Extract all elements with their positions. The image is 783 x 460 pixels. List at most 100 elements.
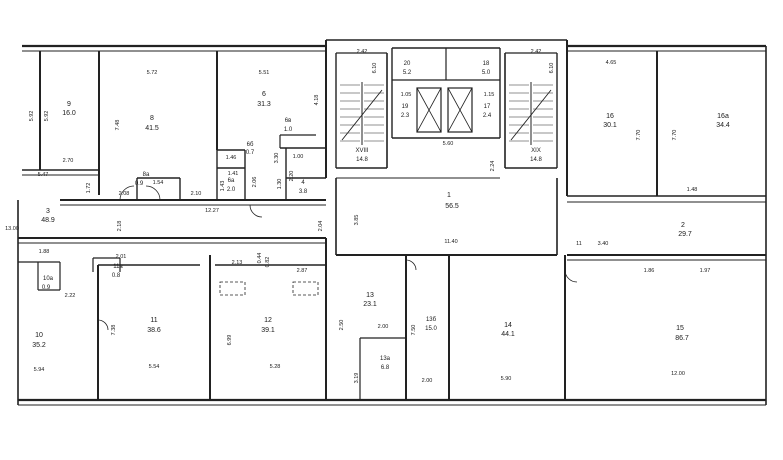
- room-number: 9: [67, 101, 71, 108]
- room-area: 16.0: [62, 110, 76, 117]
- room-number: 6в: [285, 118, 292, 124]
- dimension: 2.42: [357, 49, 368, 55]
- dimension: 7.48: [115, 120, 121, 131]
- dimension: 3.19: [354, 373, 360, 384]
- room-area: 5.0: [482, 70, 491, 76]
- dimension: 11: [576, 241, 582, 247]
- room-number: 20: [404, 61, 411, 67]
- dimension: 1.86: [644, 268, 655, 274]
- dimension: 2.70: [63, 158, 74, 164]
- dimension: 1.72: [86, 183, 92, 194]
- room-area: 1.0: [284, 127, 293, 133]
- dimension: 2.01: [116, 254, 127, 260]
- dimension: 1.43: [220, 181, 226, 192]
- room-area: 14.8: [530, 157, 542, 163]
- dimension: 1.97: [700, 268, 711, 274]
- dimension: 1.15: [484, 92, 495, 98]
- dimension: 2.18: [117, 221, 123, 232]
- dimension: 5.92: [29, 111, 35, 122]
- dimension: 6.10: [549, 63, 555, 74]
- dimension: 1.41: [228, 171, 239, 177]
- room-area: 2.3: [401, 113, 410, 119]
- dimension: 13.00: [5, 226, 19, 232]
- dimension: 3.30: [274, 153, 280, 164]
- room-area: 35.2: [32, 342, 46, 349]
- dimension: 5.54: [149, 364, 160, 370]
- room-area: 31.3: [257, 101, 271, 108]
- room-labels: 9 16.0 8 41.5 6 31.3 6в 1.0 6б 0.7 8а 0.…: [32, 61, 730, 371]
- room-area: 14.8: [356, 157, 368, 163]
- dimension: 12.27: [205, 208, 219, 214]
- dimension: 2.20: [289, 171, 295, 182]
- dimension: 2.06: [252, 177, 258, 188]
- room-number: 6б: [247, 142, 254, 148]
- room-number: 11а: [113, 264, 123, 270]
- dimension: 2.87: [297, 268, 308, 274]
- room-number: 13а: [380, 356, 391, 362]
- room-number: XVIII: [355, 148, 368, 154]
- room-number: 2: [681, 222, 685, 229]
- dimension: 7.38: [111, 325, 117, 336]
- room-number: 15: [676, 325, 684, 332]
- room-number: 8а: [143, 172, 150, 178]
- dimension-labels: 5.72 5.51 2.42 6.10 2.42 6.10 4.65 5.92 …: [5, 49, 710, 384]
- room-number: 8: [150, 115, 154, 122]
- room-area: 2.4: [483, 113, 492, 119]
- room-area: 86.7: [675, 335, 689, 342]
- dimension: 2.24: [490, 161, 496, 172]
- room-number: 4: [301, 180, 305, 186]
- dimension: 1.05: [401, 92, 412, 98]
- dimension: 2.00: [422, 378, 433, 384]
- dimension: 1.48: [687, 187, 698, 193]
- room-number: 10а: [43, 276, 54, 282]
- dimension: 2.50: [339, 320, 345, 331]
- dimension: 5.28: [270, 364, 281, 370]
- room-number: 10: [35, 332, 43, 339]
- dimension: 4.18: [314, 95, 320, 106]
- room-area: 29.7: [678, 231, 692, 238]
- room-number: 17: [484, 104, 491, 110]
- room-area: 38.6: [147, 327, 161, 334]
- room-number: 16: [606, 113, 614, 120]
- dimension: 7.70: [636, 130, 642, 141]
- dimension: 1.88: [39, 249, 50, 255]
- room-area: 6.8: [381, 365, 390, 371]
- room-area: 41.5: [145, 125, 159, 132]
- dimension: 3.40: [598, 241, 609, 247]
- room-area: 5.2: [403, 70, 412, 76]
- dimension: 5.72: [147, 70, 158, 76]
- room-area: 2.0: [227, 187, 236, 193]
- dimension: 0.82: [265, 257, 271, 268]
- room-area: 0.9: [42, 285, 51, 291]
- dimension: 2.04: [318, 221, 324, 232]
- room-area: 0.9: [135, 181, 144, 187]
- dimension: 0.44: [257, 253, 263, 264]
- room-area: 23.1: [363, 301, 377, 308]
- dimension: 1.46: [226, 155, 237, 161]
- dimension: 2.08: [119, 191, 130, 197]
- dimension: 6.99: [227, 335, 233, 346]
- dimension: 2.42: [531, 49, 542, 55]
- dimension: 5.60: [443, 141, 454, 147]
- room-area: 3.8: [299, 189, 308, 195]
- room-number: XIX: [531, 148, 541, 154]
- room-area: 48.9: [41, 217, 55, 224]
- room-area: 30.1: [603, 122, 617, 129]
- dimension: 5.90: [501, 376, 512, 382]
- room-number: 3: [46, 208, 50, 215]
- room-number: 18: [483, 61, 490, 67]
- stairs: [340, 82, 553, 145]
- room-number: 19: [402, 104, 409, 110]
- dimension: 7.70: [672, 130, 678, 141]
- room-number: 6: [262, 91, 266, 98]
- room-area: 34.4: [716, 122, 730, 129]
- dimension: 1.30: [277, 179, 283, 190]
- dimension: 2.22: [65, 293, 76, 299]
- dimension: 1.54: [153, 180, 164, 186]
- room-area: 39.1: [261, 327, 275, 334]
- dimension: 6.10: [372, 63, 378, 74]
- room-area: 0.7: [246, 150, 255, 156]
- dimension: 4.65: [606, 60, 617, 66]
- dimension: 2.10: [191, 191, 202, 197]
